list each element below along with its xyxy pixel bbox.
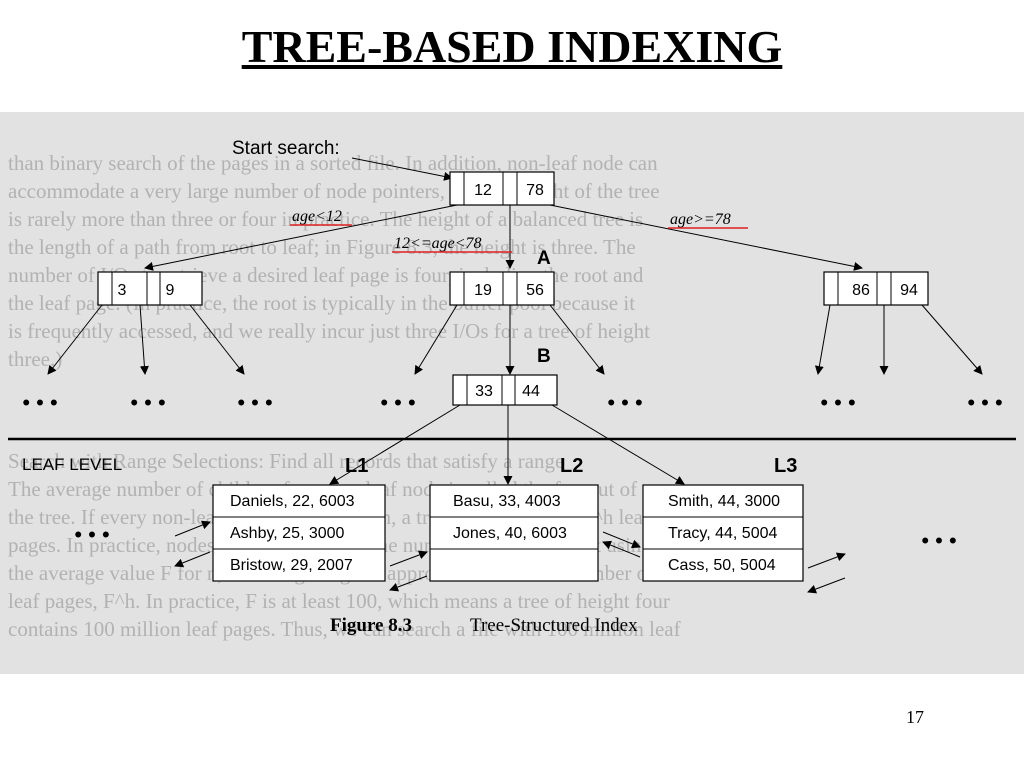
edge-root-right	[549, 204, 863, 271]
left-node-key-2: 9	[166, 282, 175, 299]
bg-line-3: is rarely more than three or four in pra…	[8, 207, 643, 231]
node-b-key-2: 44	[522, 383, 540, 400]
edge-right-1	[814, 304, 831, 375]
edge-right-3	[921, 304, 983, 375]
node-b-label: B	[537, 346, 551, 367]
leaf-l2: Basu, 33, 4003 Jones, 40, 6003	[429, 484, 599, 582]
leaf-l3-label: L3	[774, 455, 797, 477]
leaf-l3-record-2: Tracy, 44, 5004	[668, 525, 777, 542]
root-node: 12 78	[449, 171, 555, 206]
figure-caption-text: Tree-Structured Index	[470, 615, 638, 636]
leaf-l2-record-1: Basu, 33, 4003	[453, 493, 561, 510]
ellipsis-2: • • •	[130, 390, 165, 415]
leaf-l3-record-3: Cass, 50, 5004	[668, 557, 776, 574]
bg-line-15: contains 100 million leaf pages. Thus, w…	[8, 617, 681, 641]
edge-label-middle: 12<=age<78	[394, 235, 482, 252]
ellipsis-4: • • •	[380, 390, 415, 415]
leaf-l1-record-2: Ashby, 25, 3000	[230, 525, 345, 542]
right-node-key-1: 86	[852, 282, 870, 299]
node-b-key-1: 33	[475, 383, 493, 400]
ellipsis-6: • • •	[820, 390, 855, 415]
ellipsis-3: • • •	[237, 390, 272, 415]
bg-line-4: the length of a path from root to leaf; …	[8, 235, 636, 259]
node-a-key-1: 19	[474, 282, 492, 299]
node-a: 19 56	[449, 271, 555, 306]
tree-index-figure: than binary search of the pages in a sor…	[8, 138, 1016, 641]
right-node-key-2: 94	[900, 282, 918, 299]
leaf-ellipsis-right: • • •	[921, 528, 956, 553]
node-a-key-2: 56	[526, 282, 544, 299]
leaf-l3: Smith, 44, 3000 Tracy, 44, 5004 Cass, 50…	[642, 484, 804, 582]
node-b: 33 44	[452, 374, 558, 406]
ellipsis-5: • • •	[607, 390, 642, 415]
leaf-l1-record-1: Daniels, 22, 6003	[230, 493, 355, 510]
bg-line-2: accommodate a very large number of node …	[8, 179, 660, 203]
root-key-2: 78	[526, 182, 544, 199]
leaf-l2-label: L2	[560, 455, 583, 477]
figure-caption-number: Figure 8.3	[330, 615, 412, 636]
edge-label-left: age<12	[292, 208, 342, 225]
edge-left-3	[189, 304, 245, 375]
sibling-pointers	[174, 520, 846, 594]
ellipsis-7: • • •	[967, 390, 1002, 415]
leaf-l1: Daniels, 22, 6003 Ashby, 25, 3000 Bristo…	[212, 484, 386, 582]
edge-b-1	[329, 404, 461, 485]
edge-label-right: age>=78	[670, 211, 731, 228]
bg-line-7: is frequently accessed, and we really in…	[8, 319, 650, 343]
left-node: 3 9	[97, 271, 203, 306]
root-key-1: 12	[474, 182, 492, 199]
start-arrow	[351, 157, 453, 181]
bg-line-14: leaf pages, F^h. In practice, F is at le…	[8, 589, 670, 613]
leaf-ellipsis-left: • • •	[74, 522, 109, 547]
left-node-key-1: 3	[118, 282, 127, 299]
ellipsis-1: • • •	[22, 390, 57, 415]
node-a-label: A	[537, 248, 551, 269]
leaf-l3-record-1: Smith, 44, 3000	[668, 493, 780, 510]
leaf-level-label: LEAF LEVEL	[22, 455, 122, 474]
page-number: 17	[906, 707, 924, 727]
bg-line-8: three.)	[8, 347, 62, 371]
edge-left-1	[47, 304, 103, 375]
edge-left-2	[139, 304, 149, 375]
right-node: 86 94	[823, 271, 929, 306]
leaf-l1-record-3: Bristow, 29, 2007	[230, 557, 353, 574]
start-search-label: Start search:	[232, 138, 340, 159]
edge-root-left	[144, 204, 458, 271]
leaf-l1-label: L1	[345, 455, 368, 477]
bg-line-9: Search with Range Selections: Find all r…	[8, 449, 564, 473]
slide-title: TREE-BASED INDEXING	[241, 21, 783, 72]
leaf-l2-record-2: Jones, 40, 6003	[453, 525, 567, 542]
edge-a-1	[414, 304, 458, 375]
edge-b-3	[551, 404, 685, 485]
bg-line-1: than binary search of the pages in a sor…	[8, 151, 658, 175]
edge-a-3	[549, 304, 605, 375]
